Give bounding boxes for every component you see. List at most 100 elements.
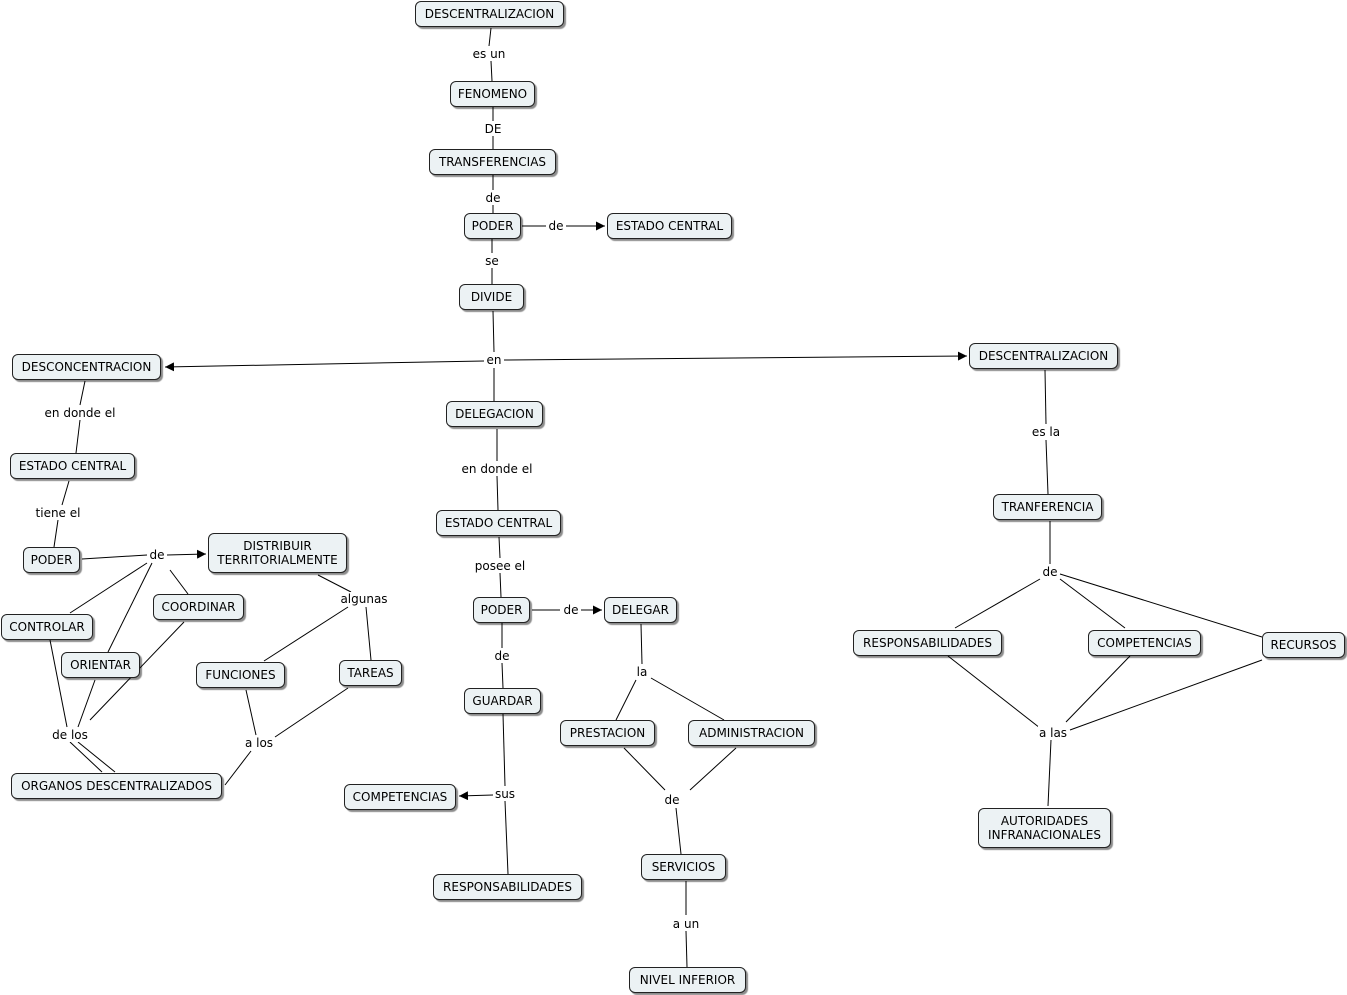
concept-responsabilidades-right[interactable]: RESPONSABILIDADES (853, 630, 1002, 656)
concept-poder-mid[interactable]: PODER (473, 597, 530, 623)
concept-delegacion[interactable]: DELEGACION (446, 401, 543, 427)
link-line (164, 360, 485, 372)
concept-delegar[interactable]: DELEGAR (604, 597, 677, 623)
link-line (615, 679, 637, 721)
concept-divide[interactable]: DIVIDE (459, 284, 524, 310)
link-line (623, 747, 666, 791)
phrase-en-donde-el-left: en donde el (43, 406, 117, 420)
link-line (1047, 739, 1052, 807)
link-line (77, 679, 96, 728)
phrase-en: en (485, 353, 503, 367)
link-line (365, 606, 372, 661)
phrase-de-delegar: de (562, 603, 580, 617)
concept-tranferencia[interactable]: TRANFERENCIA (993, 494, 1102, 520)
link-line (107, 562, 153, 653)
concept-descentralizacion-top[interactable]: DESCENTRALIZACION (415, 1, 564, 27)
link-line (499, 572, 502, 598)
link-line (166, 549, 207, 559)
phrase-de-right: de (1041, 565, 1059, 579)
link-line (69, 741, 103, 773)
link-line (458, 791, 494, 801)
concept-fenomeno[interactable]: FENOMENO (450, 81, 535, 107)
concept-recursos[interactable]: RECURSOS (1262, 632, 1345, 658)
phrase-se: se (484, 254, 500, 268)
link-line (496, 475, 499, 511)
concept-organos-descentralizados[interactable]: ORGANOS DESCENTRALIZADOS (11, 773, 222, 799)
link-line (61, 480, 70, 506)
link-line (1059, 573, 1263, 638)
concept-responsabilidades-mid[interactable]: RESPONSABILIDADES (433, 874, 582, 900)
link-line (1069, 659, 1263, 731)
link-line (274, 687, 349, 738)
link-line (69, 562, 148, 614)
link-line (502, 713, 506, 787)
phrase-a-un: a un (671, 917, 701, 931)
link-line (503, 351, 968, 361)
link-line (947, 655, 1041, 729)
phrase-es-un: es un (471, 47, 507, 61)
concept-estado-central-left[interactable]: ESTADO CENTRAL (10, 453, 135, 479)
concept-controlar[interactable]: CONTROLAR (1, 614, 93, 640)
link-line (498, 536, 501, 559)
concept-administracion[interactable]: ADMINISTRACION (688, 720, 815, 746)
link-line (504, 800, 509, 875)
concept-transferencias[interactable]: TRANSFERENCIAS (429, 149, 556, 175)
link-line (689, 747, 737, 791)
link-line (1065, 655, 1131, 723)
concept-prestacion[interactable]: PRESTACION (560, 720, 655, 746)
concept-estado-central-top[interactable]: ESTADO CENTRAL (607, 213, 732, 239)
link-line (263, 606, 349, 662)
phrase-de-servicios: de (663, 793, 681, 807)
link-line (49, 639, 68, 728)
phrase-posee-el: posee el (473, 559, 527, 573)
concept-coordinar[interactable]: COORDINAR (153, 594, 244, 620)
link-line (77, 741, 116, 773)
concept-poder-left[interactable]: PODER (23, 547, 80, 573)
phrase-de-upper: DE (483, 122, 503, 136)
link-line (501, 662, 504, 689)
link-line (1044, 369, 1047, 425)
concept-nivel-inferior[interactable]: NIVEL INFERIOR (629, 967, 746, 993)
phrase-de-los: de los (51, 728, 89, 742)
link-line (685, 930, 688, 968)
concept-orientar[interactable]: ORIENTAR (61, 652, 140, 678)
phrase-es-la: es la (1030, 425, 1062, 439)
link-line (317, 574, 352, 593)
link-line (1045, 439, 1049, 495)
phrase-de-guardar: de (493, 649, 511, 663)
concept-guardar[interactable]: GUARDAR (464, 688, 541, 714)
link-line (492, 310, 495, 353)
link-line (1059, 578, 1126, 629)
link-line (224, 750, 252, 786)
link-line (650, 677, 725, 721)
concept-distribuir-territorialmente[interactable]: DISTRIBUIR TERRITORIALMENTE (208, 533, 347, 573)
concept-poder-top[interactable]: PODER (464, 213, 521, 239)
phrase-sus: sus (493, 787, 517, 801)
link-line (640, 623, 643, 665)
concept-tareas[interactable]: TAREAS (339, 660, 402, 686)
concept-competencias-right[interactable]: COMPETENCIAS (1088, 630, 1201, 656)
concept-autoridades-infranacionales[interactable]: AUTORIDADES INFRANACIONALES (978, 808, 1111, 848)
concept-servicios[interactable]: SERVICIOS (641, 854, 726, 880)
link-line (488, 27, 492, 47)
link-line (245, 689, 257, 736)
concept-funciones[interactable]: FUNCIONES (196, 662, 285, 688)
phrase-a-los: a los (243, 736, 275, 750)
concept-desconcentracion[interactable]: DESCONCENTRACION (12, 354, 161, 380)
link-line (81, 554, 148, 560)
concept-competencias-mid[interactable]: COMPETENCIAS (344, 784, 456, 810)
phrase-de-transferencias: de (484, 191, 502, 205)
phrase-en-donde-el-mid: en donde el (460, 462, 534, 476)
phrase-tiene-el: tiene el (34, 506, 82, 520)
phrase-algunas: algunas (339, 592, 389, 606)
link-line (79, 380, 86, 406)
phrase-la: la (635, 665, 649, 679)
link-line (75, 419, 81, 454)
concept-estado-central-mid[interactable]: ESTADO CENTRAL (436, 510, 561, 536)
link-line (53, 519, 59, 548)
concept-descentralizacion-right[interactable]: DESCENTRALIZACION (969, 343, 1118, 369)
link-line (954, 578, 1041, 629)
phrase-de-estado-central: de (547, 219, 565, 233)
